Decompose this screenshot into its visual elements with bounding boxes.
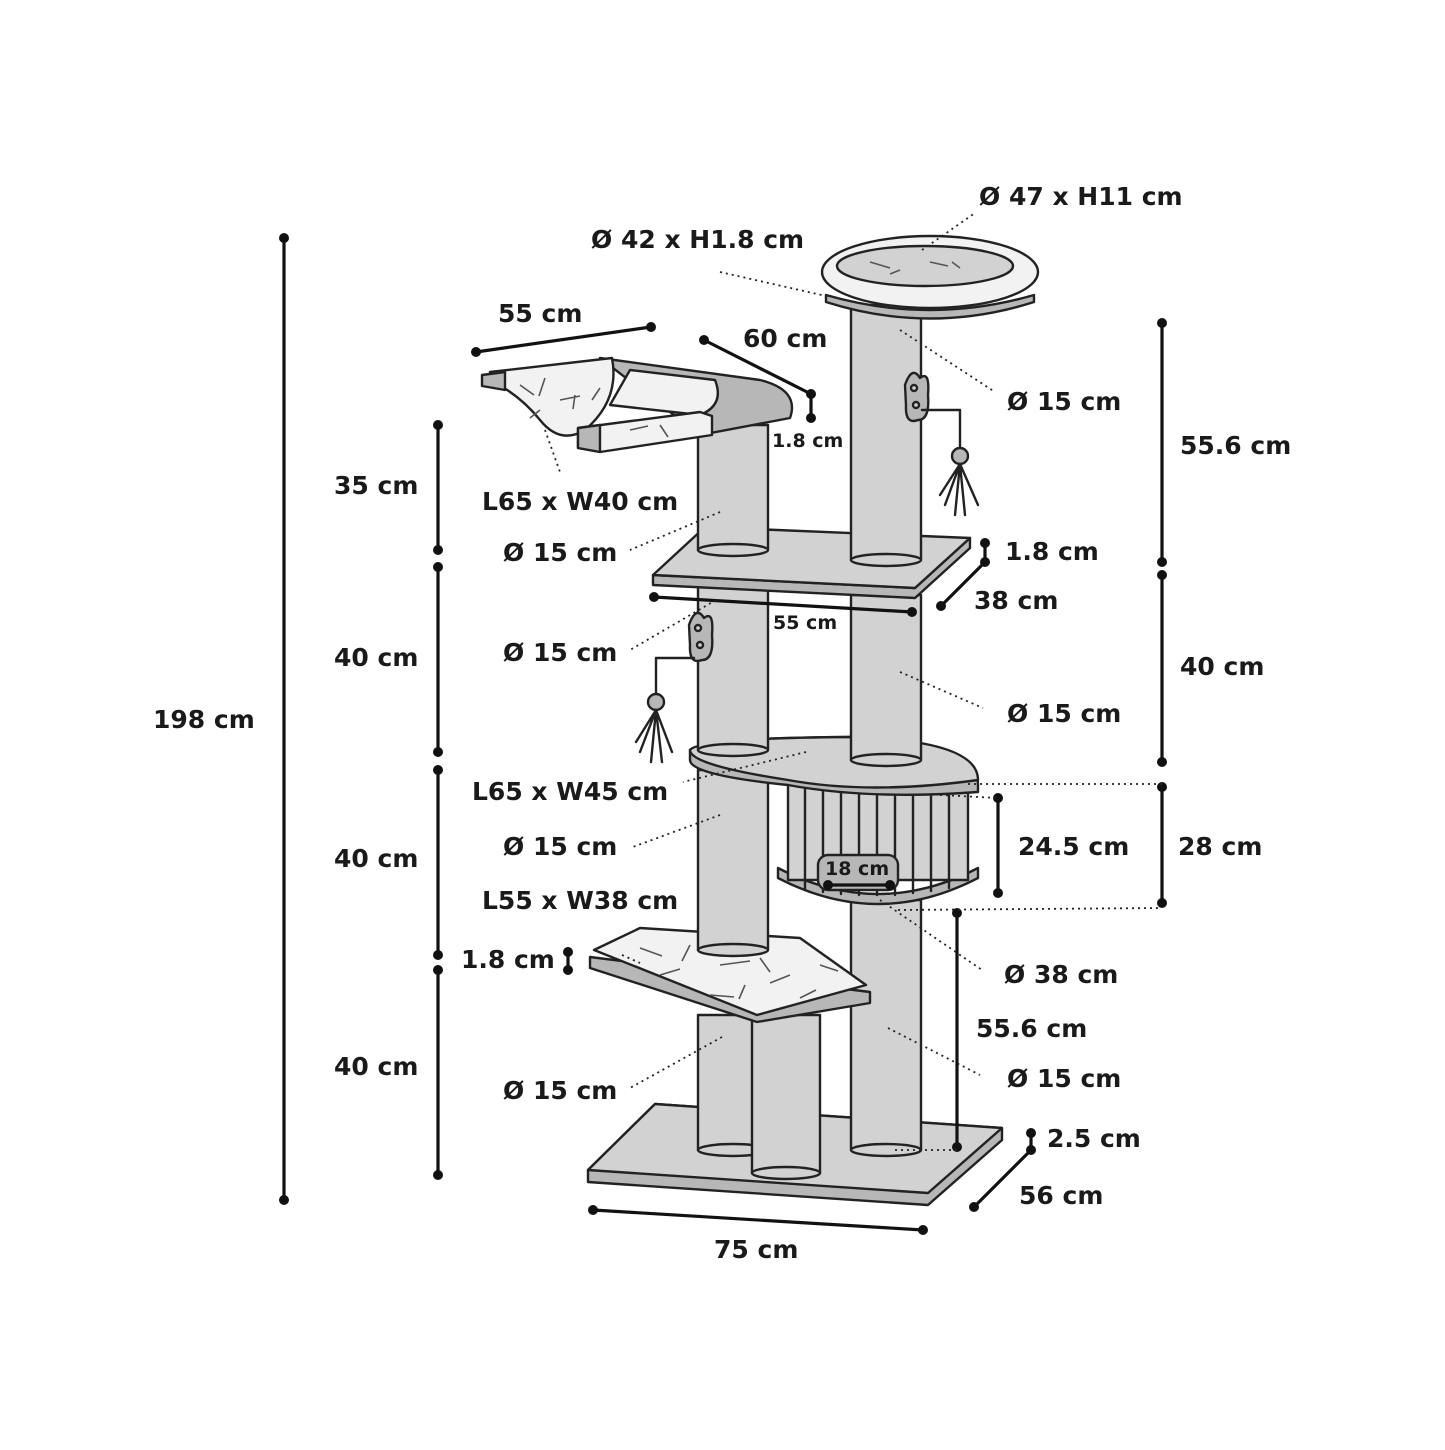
right-upper-height-label: 55.6 cm	[1180, 431, 1292, 460]
mid-posts	[696, 583, 923, 768]
top-platform-label: Ø 42 x H1.8 cm	[591, 225, 805, 254]
upper-post-dia-a-label: Ø 15 cm	[503, 538, 618, 567]
house-entrance-label: 18 cm	[825, 858, 890, 880]
top-bed	[820, 234, 1040, 320]
house-post-dia-label: Ø 15 cm	[503, 832, 618, 861]
hammock-platform	[480, 356, 794, 454]
mid-post-dia-right-label: Ø 15 cm	[1007, 699, 1122, 728]
top-bed-label: Ø 47 x H11 cm	[979, 182, 1183, 211]
house-diameter-label: Ø 38 cm	[1004, 960, 1119, 989]
house-platform-size-label: L65 x W45 cm	[472, 777, 669, 806]
right-lower-height-label: 55.6 cm	[976, 1014, 1088, 1043]
small-platform-thickness-label: 1.8 cm	[461, 945, 555, 974]
cat-house	[776, 778, 980, 906]
upper-post-dia-b-label: Ø 15 cm	[1007, 387, 1122, 416]
lower-post-dia-left-label: Ø 15 cm	[503, 1076, 618, 1105]
base-thickness-label: 2.5 cm	[1047, 1124, 1141, 1153]
base-width-label: 75 cm	[714, 1235, 799, 1264]
base-depth-label: 56 cm	[1019, 1181, 1104, 1210]
hammock-width-label: 55 cm	[498, 299, 583, 328]
mid-platform-length-label: 55 cm	[773, 612, 838, 634]
mid-platform-thickness-label: 1.8 cm	[1005, 537, 1099, 566]
left-lower-height-label: 40 cm	[334, 844, 419, 873]
hammock-thickness-label: 1.8 cm	[772, 430, 844, 452]
lower-post-dia-right-label: Ø 15 cm	[1007, 1064, 1122, 1093]
leader-lines	[544, 212, 1163, 1151]
hammock-size-label: L65 x W40 cm	[482, 487, 679, 516]
upper-posts	[696, 303, 923, 568]
right-mid-height-label: 40 cm	[1180, 652, 1265, 681]
dimension-lines	[279, 233, 1167, 1235]
small-platform-size-label: L55 x W38 cm	[482, 886, 679, 915]
small-platform	[588, 926, 872, 1024]
house-height-label: 28 cm	[1178, 832, 1263, 861]
lower-posts	[696, 898, 923, 1181]
hanging-toy-lower	[634, 611, 714, 764]
mid-post-dia-left-label: Ø 15 cm	[503, 638, 618, 667]
total-height-label: 198 cm	[153, 705, 255, 734]
hanging-toy-upper	[903, 371, 980, 517]
house-inner-height-label: 24.5 cm	[1018, 832, 1130, 861]
top-left-post-height-label: 35 cm	[334, 471, 419, 500]
left-mid-height-label: 40 cm	[334, 643, 419, 672]
mid-platform-depth-label: 38 cm	[974, 586, 1059, 615]
hammock-depth-label: 60 cm	[743, 324, 828, 353]
house-left-post	[696, 768, 770, 958]
left-base-height-label: 40 cm	[334, 1052, 419, 1081]
